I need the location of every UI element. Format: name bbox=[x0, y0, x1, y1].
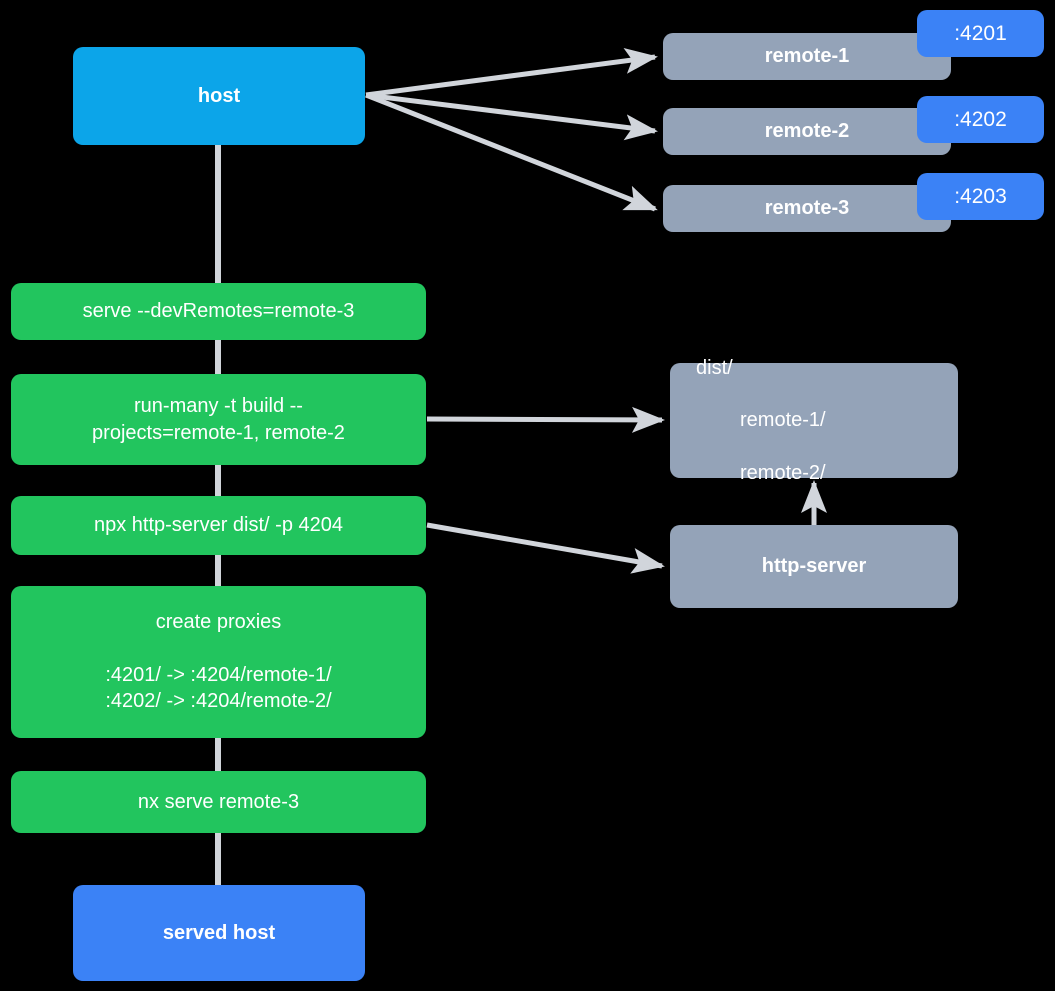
node-dist-folder-line-3: remote-2/ bbox=[740, 462, 826, 485]
node-http-server[interactable]: http-server bbox=[670, 525, 958, 608]
node-served-host-label: served host bbox=[162, 921, 276, 944]
badge-remote-2-port[interactable]: :4202 bbox=[917, 96, 1044, 143]
node-dist-folder-lines: dist/ remote-1/ remote-2/ bbox=[696, 328, 826, 513]
node-host-label: host bbox=[197, 84, 241, 107]
edge-npx-to-http-server bbox=[426, 522, 665, 574]
node-http-server-label: http-server bbox=[761, 555, 867, 578]
node-command-npx-http-server[interactable]: npx http-server dist/ -p 4204 bbox=[11, 496, 426, 555]
node-command-create-proxies-label: create proxies :4201/ -> :4204/remote-1/… bbox=[105, 611, 332, 713]
badge-remote-3-port[interactable]: :4203 bbox=[917, 173, 1044, 220]
node-command-npx-http-server-label: npx http-server dist/ -p 4204 bbox=[93, 514, 343, 537]
node-command-nx-serve-remote-3-label: nx serve remote-3 bbox=[137, 790, 300, 813]
node-command-run-many-build[interactable]: run-many -t build -- projects=remote-1, … bbox=[11, 374, 426, 465]
node-command-serve-devremotes[interactable]: serve --devRemotes=remote-3 bbox=[11, 283, 426, 340]
node-host[interactable]: host bbox=[73, 47, 365, 145]
node-dist-folder-line-2: remote-1/ bbox=[740, 409, 826, 432]
badge-remote-1-port[interactable]: :4201 bbox=[917, 10, 1044, 57]
edge-host-to-remote-2 bbox=[365, 92, 658, 141]
node-remote-2-label: remote-2 bbox=[764, 120, 850, 143]
node-served-host[interactable]: served host bbox=[73, 885, 365, 981]
node-remote-1-label: remote-1 bbox=[764, 45, 850, 68]
node-remote-1[interactable]: remote-1 bbox=[663, 33, 951, 80]
badge-remote-1-port-label: :4201 bbox=[954, 21, 1007, 45]
badge-remote-3-port-label: :4203 bbox=[954, 184, 1007, 208]
badge-remote-2-port-label: :4202 bbox=[954, 107, 1007, 131]
node-remote-3[interactable]: remote-3 bbox=[663, 185, 951, 232]
node-remote-2[interactable]: remote-2 bbox=[663, 108, 951, 155]
node-command-nx-serve-remote-3[interactable]: nx serve remote-3 bbox=[11, 771, 426, 833]
node-command-run-many-build-label: run-many -t build -- projects=remote-1, … bbox=[92, 395, 345, 444]
edge-runmany-to-dist bbox=[426, 406, 665, 433]
node-remote-3-label: remote-3 bbox=[764, 197, 850, 220]
node-dist-folder[interactable]: dist/ remote-1/ remote-2/ bbox=[670, 357, 958, 484]
node-command-serve-devremotes-label: serve --devRemotes=remote-3 bbox=[82, 300, 355, 323]
edge-host-to-remote-3 bbox=[365, 92, 658, 212]
node-command-create-proxies[interactable]: create proxies :4201/ -> :4204/remote-1/… bbox=[11, 586, 426, 738]
edge-host-to-remote-1 bbox=[365, 48, 658, 98]
node-dist-folder-line-1: dist/ bbox=[696, 356, 733, 379]
